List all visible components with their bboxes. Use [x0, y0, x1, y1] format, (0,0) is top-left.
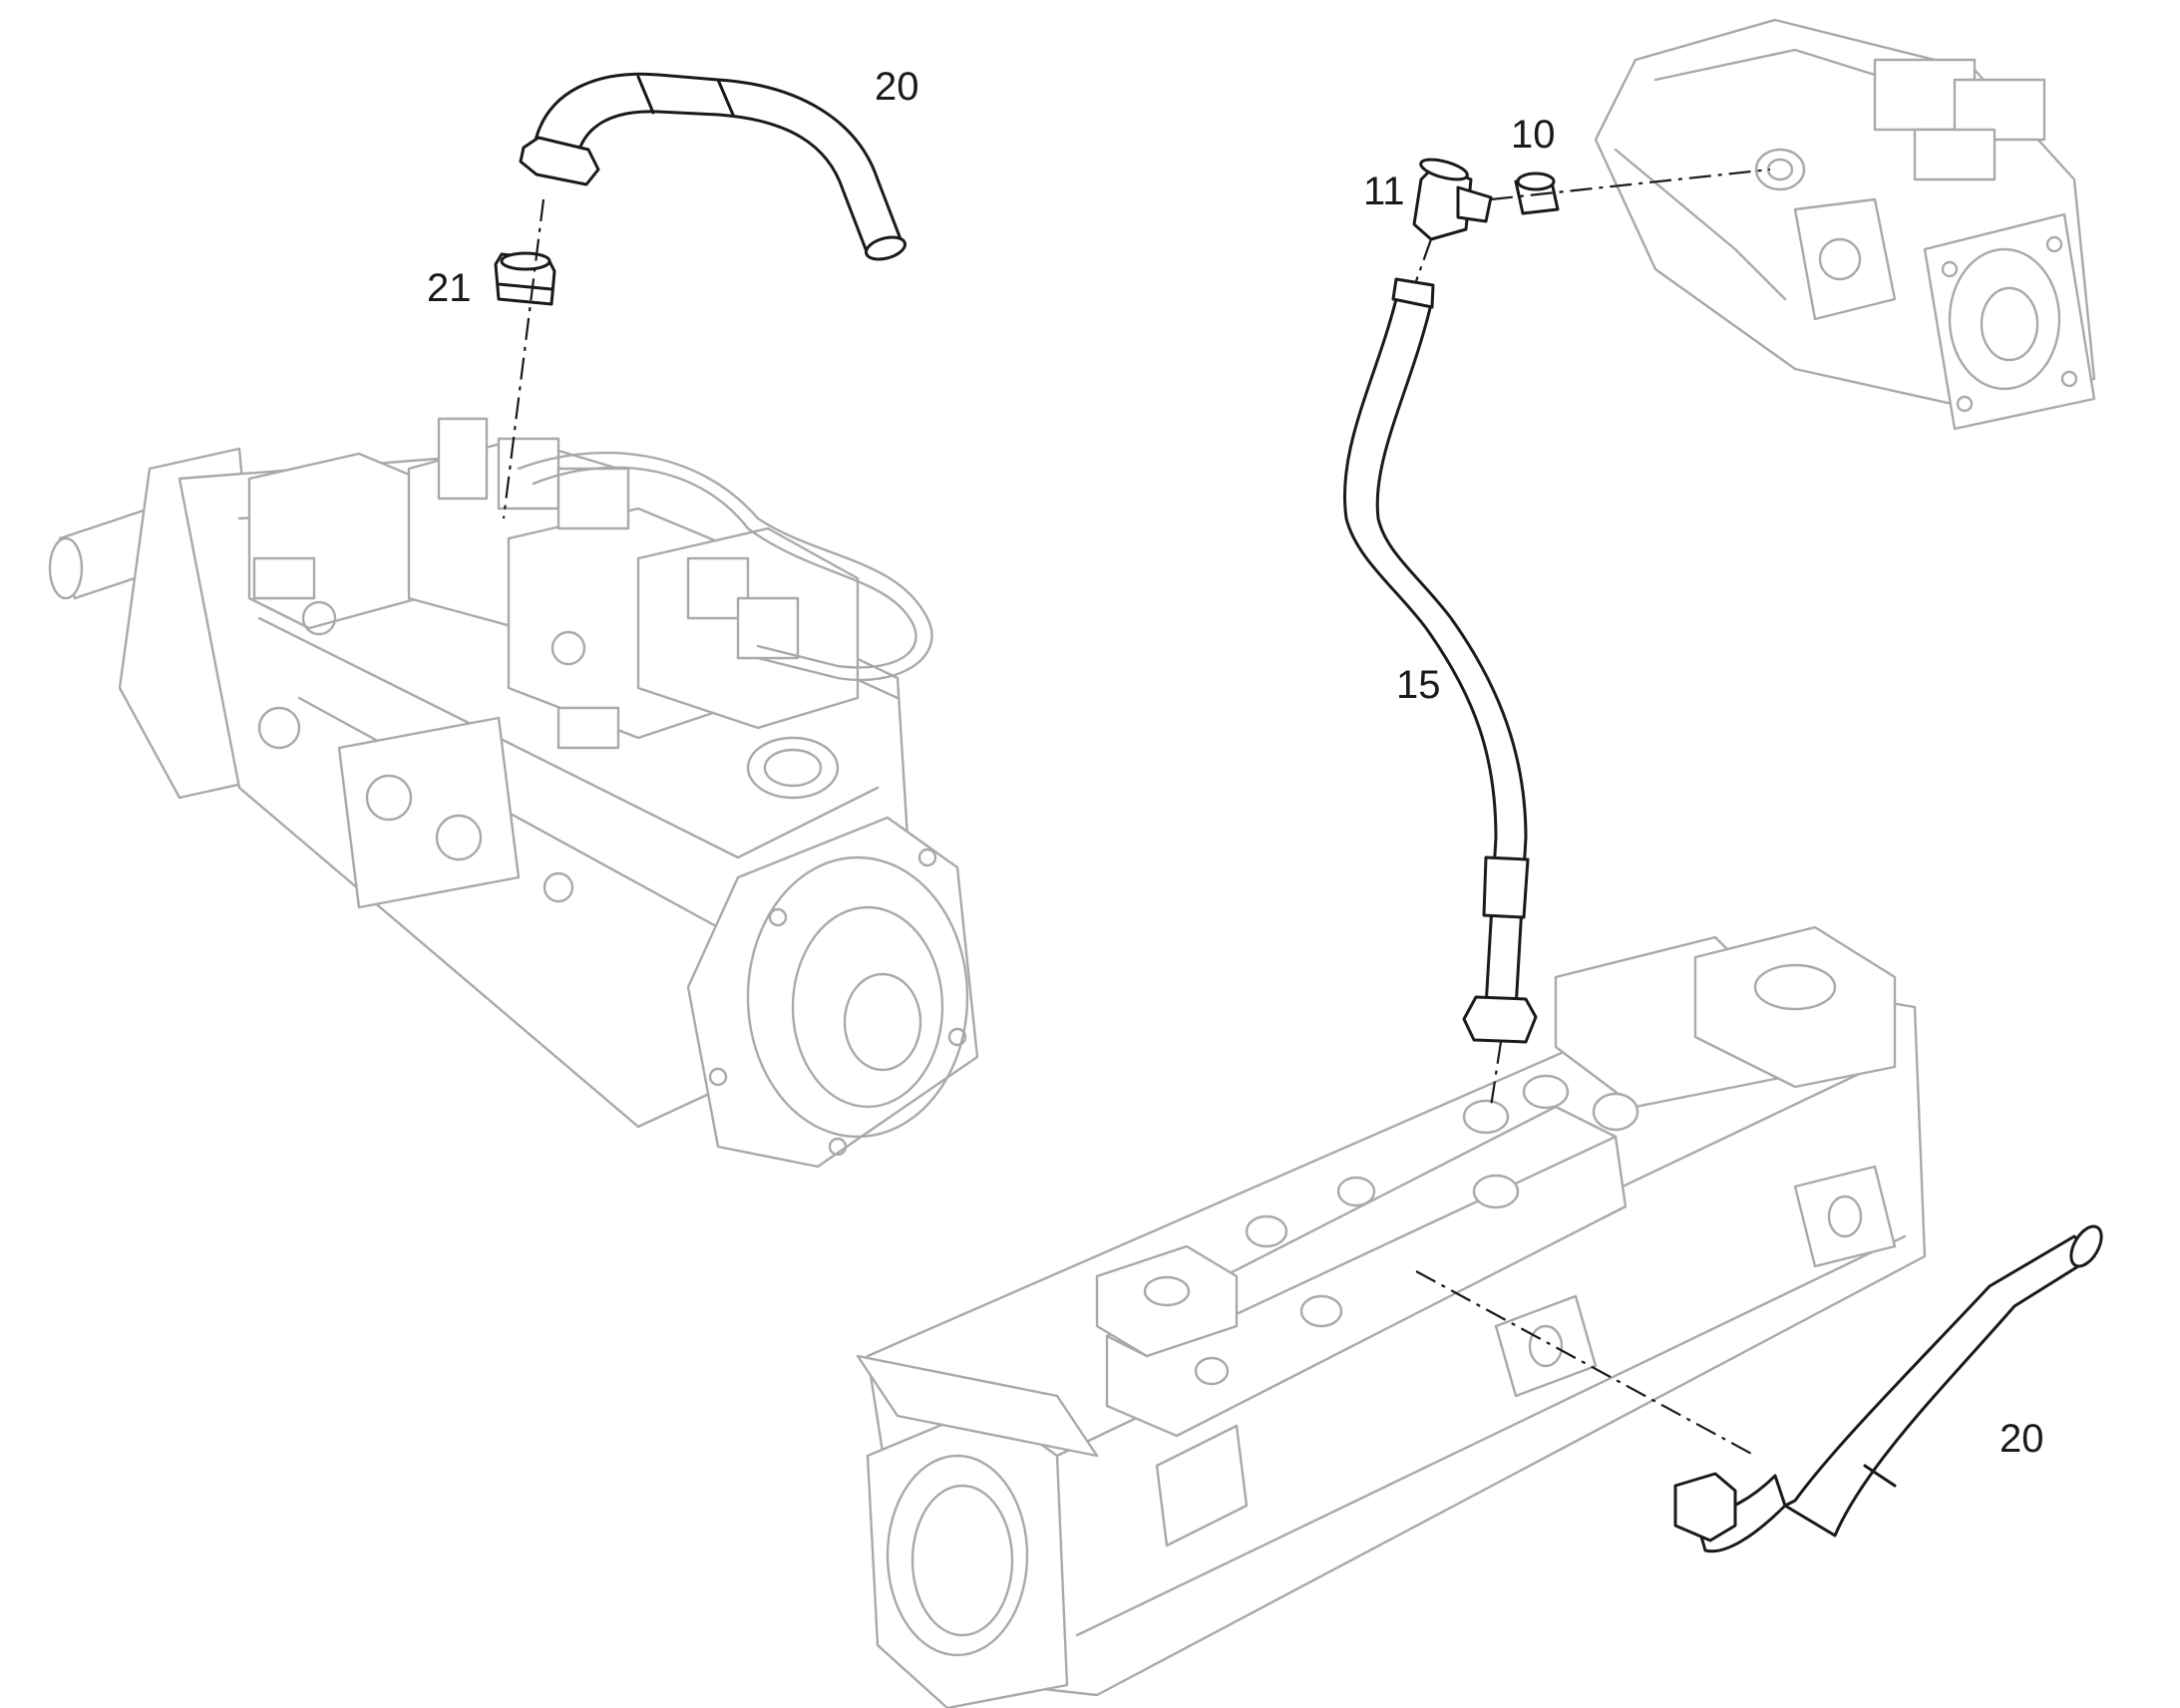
tandem-pump-assembly	[48, 417, 979, 1169]
centerline-hose20-to-pump	[502, 198, 545, 519]
valve-manifold-frame	[856, 925, 1927, 1708]
elbow-fitting-11	[1412, 158, 1493, 241]
hose-15	[1342, 277, 1538, 1044]
centerline-hose20-to-manifold	[1415, 1270, 1756, 1457]
callout-20-top: 20	[875, 65, 919, 109]
callout-21: 21	[427, 266, 472, 310]
centerline-hose15-bottom	[1489, 1041, 1503, 1108]
hose-20-top	[519, 72, 907, 261]
callout-15: 15	[1396, 663, 1441, 707]
callout-11: 11	[1363, 170, 1405, 213]
hydraulic-motor-assembly	[1594, 18, 2096, 431]
callout-10: 10	[1511, 113, 1556, 157]
centerline-fitting11-to-motor	[1490, 168, 1771, 201]
centerline-hose15-top	[1414, 238, 1433, 282]
callout-20-bottom: 20	[1999, 1417, 2044, 1461]
adapter-fitting-21	[494, 251, 556, 306]
hose-20-bottom	[1673, 1224, 2103, 1553]
